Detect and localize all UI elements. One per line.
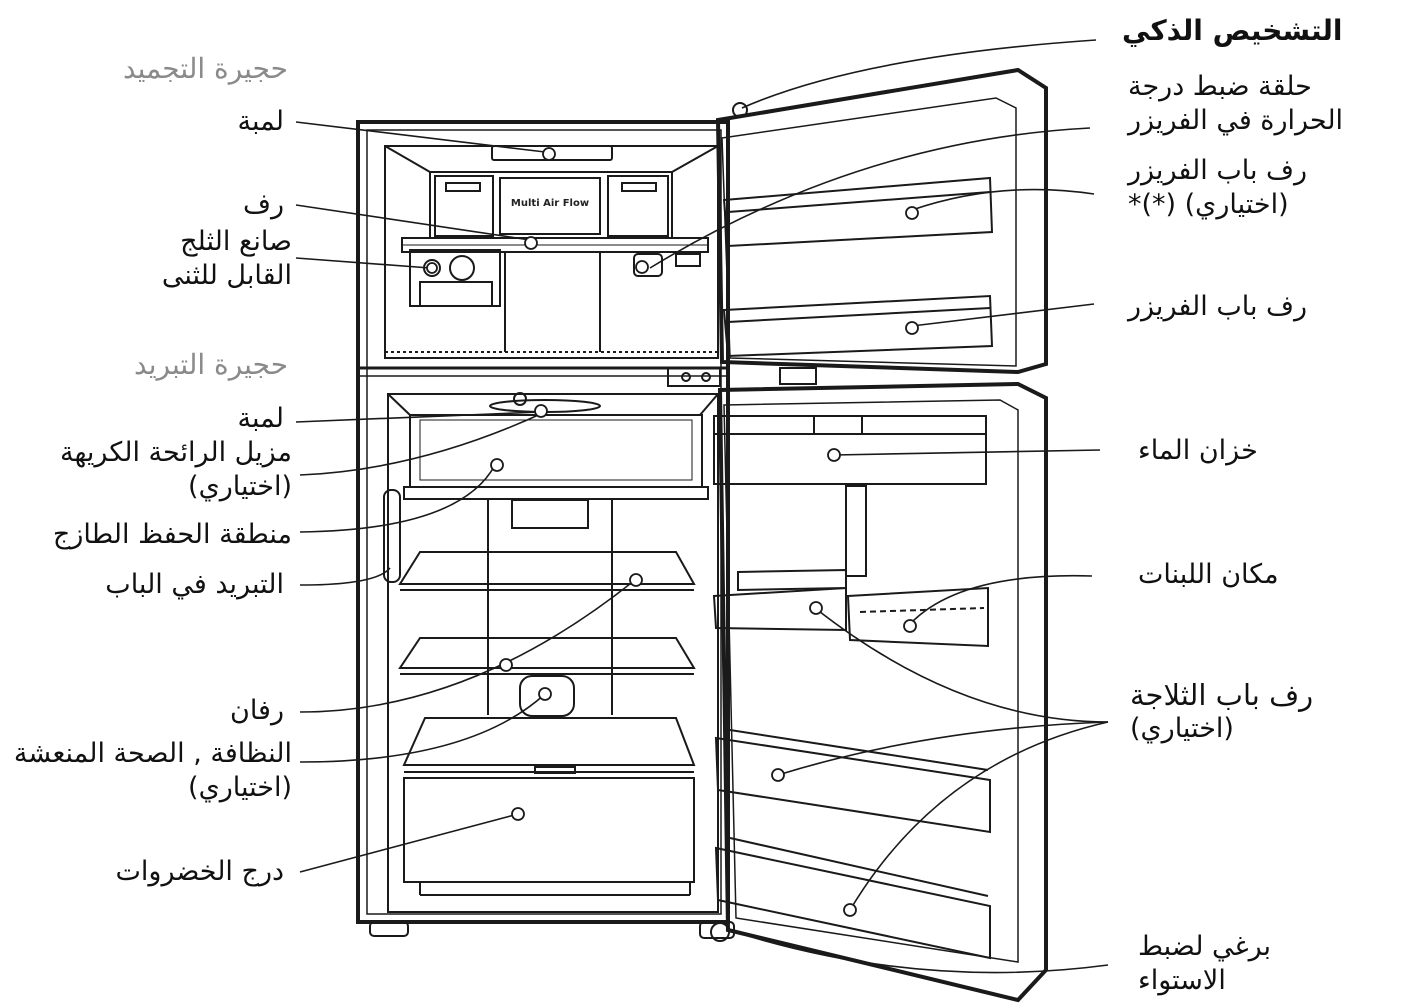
fridge-door (712, 381, 1048, 1003)
freezer-interior (384, 145, 719, 359)
label-deodorizer: مزيل الرائحة الكريهة (اختياري) (59, 437, 292, 502)
label-ice-maker: صانع الثلج القابل للثنى (161, 226, 292, 291)
label-fridge-lamp: لمبة (237, 403, 284, 434)
label-freezer-shelf: رف (242, 189, 284, 220)
label-fresh-zone: منطقة الحفظ الطازج (52, 519, 292, 550)
leader-lines-right (649, 39, 1109, 974)
label-freezer-door-shelf-optional: رف باب الفريزر (اختياري) (*)* (1128, 155, 1308, 220)
label-freezer-compartment: حجيرة التجميد (122, 52, 288, 85)
label-leveling-screw: برغي لضبط الاستواء (1138, 931, 1272, 996)
control-strip (667, 367, 721, 387)
label-hygiene-fresh: النظافة , الصحة المنعشة (اختياري) (13, 738, 292, 803)
leader-lines-left (295, 121, 636, 873)
label-shelves: رفان (230, 695, 284, 726)
callout-markers (426, 147, 919, 917)
label-dairy-corner: مكان اللبنات (1138, 559, 1279, 590)
label-freezer-temp-dial: حلقة ضبط درجة الحرارة في الفريزر (1128, 71, 1344, 136)
label-smart-diagnosis: التشخيص الذكي (1122, 14, 1343, 47)
label-fridge-door-shelf: رف باب الثلاجة (اختياري) (1130, 678, 1314, 744)
label-freezer-lamp: لمبة (237, 106, 284, 137)
cabinet (356, 120, 735, 942)
label-fridge-compartment: حجيرة التبريد (134, 348, 288, 381)
label-freezer-door-shelf: رف باب الفريزر (1128, 291, 1308, 322)
fridge-interior (383, 392, 719, 913)
freezer-door (715, 67, 1048, 375)
panel-text: Multi Air Flow (511, 198, 589, 209)
label-door-cooling: التبريد في الباب (105, 569, 284, 600)
hinge (779, 367, 817, 385)
label-vegetable-drawer: درج الخضروات (115, 856, 285, 887)
label-water-tank: خزان الماء (1138, 435, 1258, 466)
